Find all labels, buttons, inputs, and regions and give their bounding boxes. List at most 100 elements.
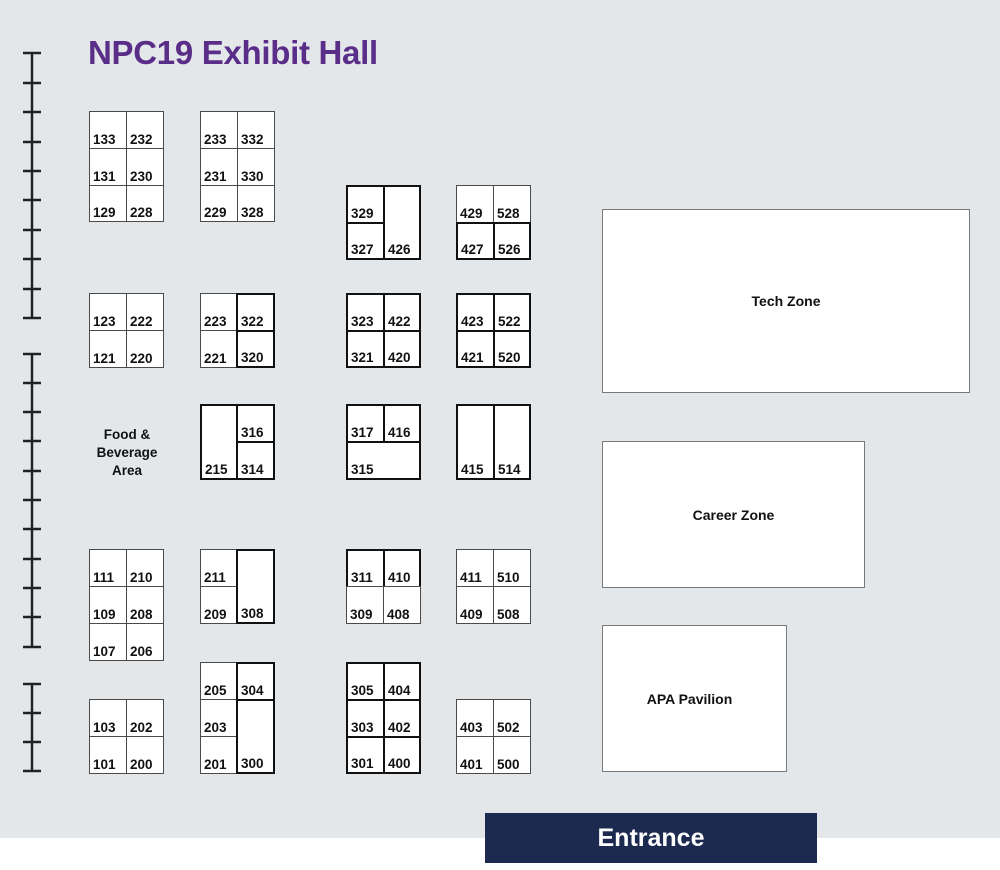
booth-number: 403 [460, 719, 483, 735]
booth-323[interactable]: 323 [346, 293, 385, 332]
booth-420[interactable]: 420 [383, 330, 421, 368]
booth-408[interactable]: 408 [383, 586, 421, 624]
booth-502[interactable]: 502 [493, 699, 531, 737]
booth-308[interactable]: 308 [236, 549, 275, 624]
booth-111[interactable]: 111 [89, 549, 127, 587]
booth-123[interactable]: 123 [89, 293, 127, 331]
booth-101[interactable]: 101 [89, 736, 127, 774]
food-area-line1: Food & [103, 427, 151, 442]
booth-416[interactable]: 416 [383, 404, 421, 443]
booth-314[interactable]: 314 [236, 441, 275, 480]
booth-107[interactable]: 107 [89, 623, 127, 661]
booth-426[interactable]: 426 [383, 185, 421, 260]
booth-315[interactable]: 315 [346, 441, 421, 480]
booth-330[interactable]: 330 [237, 148, 275, 186]
booth-220[interactable]: 220 [126, 330, 164, 368]
booth-221[interactable]: 221 [200, 330, 238, 368]
booth-number: 222 [130, 313, 153, 329]
booth-103[interactable]: 103 [89, 699, 127, 737]
booth-415[interactable]: 415 [456, 404, 495, 480]
booth-404[interactable]: 404 [383, 662, 421, 701]
booth-410[interactable]: 410 [383, 549, 421, 588]
booth-526[interactable]: 526 [493, 222, 531, 260]
booth-317[interactable]: 317 [346, 404, 385, 443]
booth-332[interactable]: 332 [237, 111, 275, 149]
apa-pavilion[interactable]: APA Pavilion [602, 625, 787, 772]
booth-208[interactable]: 208 [126, 586, 164, 624]
booth-328[interactable]: 328 [237, 185, 275, 222]
booth-210[interactable]: 210 [126, 549, 164, 587]
booth-423[interactable]: 423 [456, 293, 495, 332]
career-zone[interactable]: Career Zone [602, 441, 865, 588]
booth-400[interactable]: 400 [383, 736, 421, 774]
booth-401[interactable]: 401 [456, 736, 494, 774]
booth-510[interactable]: 510 [493, 549, 531, 587]
booth-215[interactable]: 215 [200, 404, 238, 480]
booth-520[interactable]: 520 [493, 330, 531, 368]
booth-300[interactable]: 300 [236, 699, 275, 774]
booth-500[interactable]: 500 [493, 736, 531, 774]
booth-121[interactable]: 121 [89, 330, 127, 368]
booth-327[interactable]: 327 [346, 222, 385, 260]
booth-number: 522 [498, 313, 521, 329]
booth-411[interactable]: 411 [456, 549, 494, 587]
booth-321[interactable]: 321 [346, 330, 385, 368]
booth-303[interactable]: 303 [346, 699, 385, 738]
booth-301[interactable]: 301 [346, 736, 385, 774]
booth-514[interactable]: 514 [493, 404, 531, 480]
entrance-banner: Entrance [485, 813, 817, 863]
booth-number: 101 [93, 756, 116, 772]
booth-211[interactable]: 211 [200, 549, 238, 587]
booth-number: 514 [498, 461, 521, 477]
booth-311[interactable]: 311 [346, 549, 385, 588]
booth-304[interactable]: 304 [236, 662, 275, 701]
booth-222[interactable]: 222 [126, 293, 164, 331]
booth-233[interactable]: 233 [200, 111, 238, 149]
booth-228[interactable]: 228 [126, 185, 164, 222]
booth-309[interactable]: 309 [346, 586, 384, 624]
booth-number: 215 [205, 461, 228, 477]
booth-305[interactable]: 305 [346, 662, 385, 701]
booth-number: 416 [388, 424, 411, 440]
booth-429[interactable]: 429 [456, 185, 494, 223]
booth-329[interactable]: 329 [346, 185, 385, 224]
booth-200[interactable]: 200 [126, 736, 164, 774]
booth-427[interactable]: 427 [456, 222, 495, 260]
booth-number: 232 [130, 131, 153, 147]
booth-422[interactable]: 422 [383, 293, 421, 332]
booth-number: 409 [460, 606, 483, 622]
booth-403[interactable]: 403 [456, 699, 494, 737]
tech-zone[interactable]: Tech Zone [602, 209, 970, 393]
booth-508[interactable]: 508 [493, 586, 531, 624]
booth-202[interactable]: 202 [126, 699, 164, 737]
booth-522[interactable]: 522 [493, 293, 531, 332]
booth-133[interactable]: 133 [89, 111, 127, 149]
booth-230[interactable]: 230 [126, 148, 164, 186]
booth-203[interactable]: 203 [200, 699, 238, 737]
booth-109[interactable]: 109 [89, 586, 127, 624]
booth-320[interactable]: 320 [236, 330, 275, 368]
booth-number: 308 [241, 605, 264, 621]
booth-229[interactable]: 229 [200, 185, 238, 222]
booth-528[interactable]: 528 [493, 185, 531, 223]
booth-409[interactable]: 409 [456, 586, 494, 624]
booth-322[interactable]: 322 [236, 293, 275, 332]
booth-number: 230 [130, 168, 153, 184]
booth-231[interactable]: 231 [200, 148, 238, 186]
booth-129[interactable]: 129 [89, 185, 127, 222]
booth-421[interactable]: 421 [456, 330, 495, 368]
booth-201[interactable]: 201 [200, 736, 238, 774]
booth-number: 420 [388, 349, 411, 365]
booth-131[interactable]: 131 [89, 148, 127, 186]
apa-pavilion-label: APA Pavilion [646, 690, 733, 707]
booth-209[interactable]: 209 [200, 586, 238, 624]
booth-205[interactable]: 205 [200, 662, 238, 700]
booth-232[interactable]: 232 [126, 111, 164, 149]
career-zone-label: Career Zone [692, 506, 775, 523]
booth-316[interactable]: 316 [236, 404, 275, 443]
booth-402[interactable]: 402 [383, 699, 421, 738]
scale-bar [23, 51, 41, 773]
booth-number: 221 [204, 350, 227, 366]
booth-223[interactable]: 223 [200, 293, 238, 331]
booth-206[interactable]: 206 [126, 623, 164, 661]
